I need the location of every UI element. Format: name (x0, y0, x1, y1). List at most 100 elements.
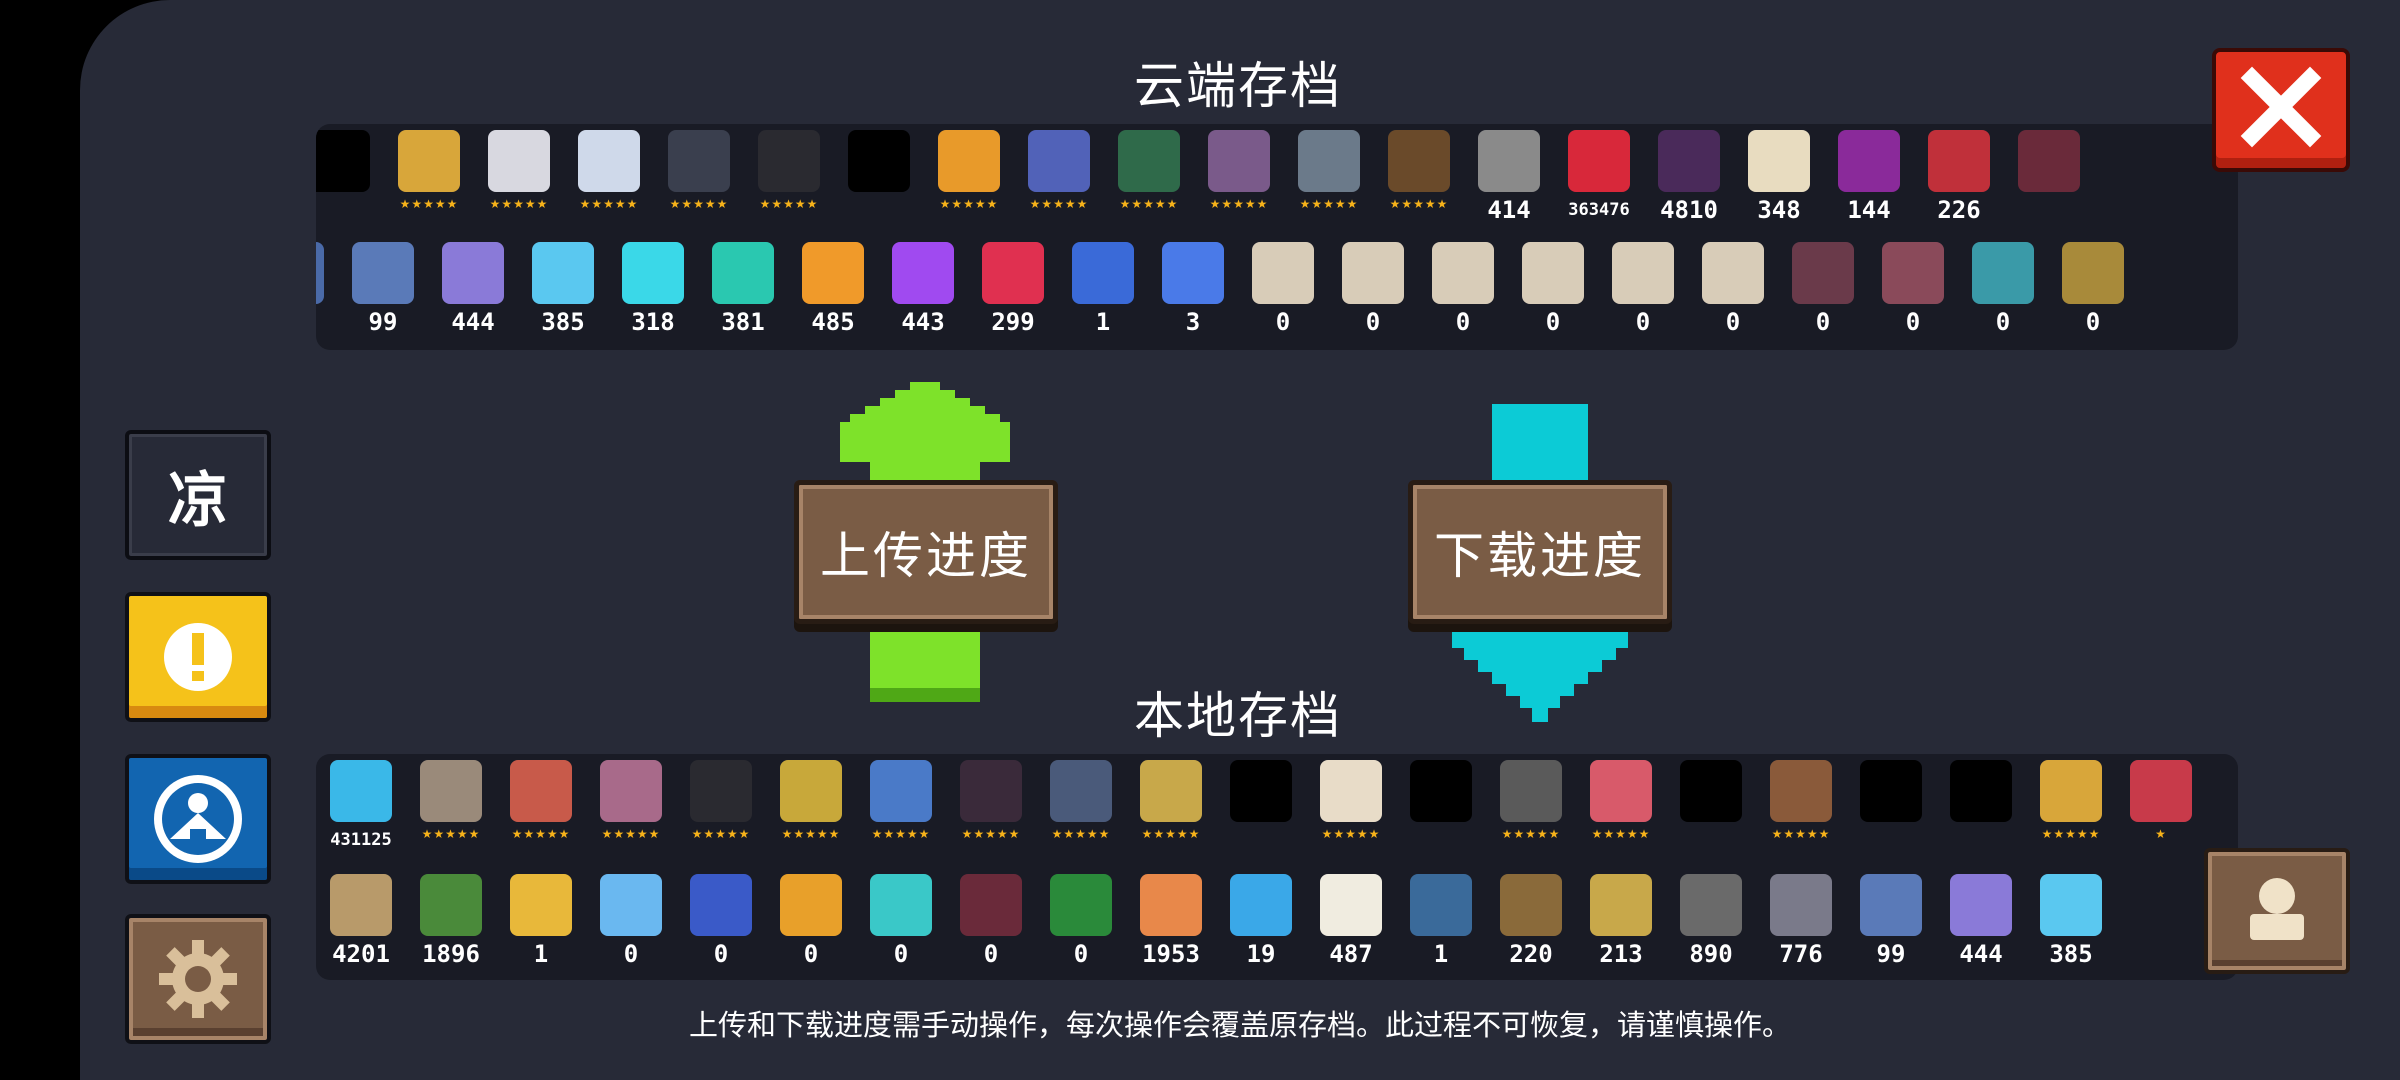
rating-stars: ★★★★★ (759, 197, 819, 211)
black-hair-character-icon (758, 130, 820, 192)
hammer-material-icon (1500, 874, 1562, 936)
save-slot-item: ★★★★★ (406, 756, 496, 866)
upload-progress-button[interactable]: 上传进度 (794, 480, 1058, 624)
save-slot-item: 0 (766, 870, 856, 980)
silhouette-icon (1860, 760, 1922, 822)
save-slot-item: 485 (788, 238, 878, 348)
profile-button[interactable] (2204, 848, 2350, 974)
gun-item-icon (1478, 130, 1540, 192)
save-slot-item: ★★★★★ (744, 126, 834, 236)
gear-material-icon (1680, 874, 1742, 936)
rating-stars: ★★★★★ (781, 827, 841, 841)
cloud-materials-row: 599444385318381485443299130000000000 (316, 238, 2238, 348)
rating-stars: ★★★★★ (1029, 197, 1089, 211)
item-count: 19 (1246, 940, 1276, 968)
silhouette-icon (316, 130, 370, 192)
save-slot-item: 363476 (1554, 126, 1644, 236)
item-count: 0 (1275, 308, 1291, 336)
rating-stars: ★★★★★ (511, 827, 571, 841)
save-slot-item: 487 (1306, 870, 1396, 980)
teal-chalice-icon (870, 874, 932, 936)
bat-item-icon (2018, 130, 2080, 192)
save-slot-item: 1 (1058, 238, 1148, 348)
item-count: 1896 (422, 940, 480, 968)
item-count: 776 (1779, 940, 1823, 968)
item-count: 414 (1487, 196, 1531, 224)
rating-stars: ★★★★★ (1321, 827, 1381, 841)
item-count: 0 (1365, 308, 1381, 336)
item-count: 0 (713, 940, 729, 968)
silhouette-icon (848, 130, 910, 192)
community-button[interactable] (125, 754, 271, 884)
gems-currency-icon (330, 760, 392, 822)
save-slot-item (1846, 756, 1936, 866)
save-slot-item: ★★★★★ (496, 756, 586, 866)
liang-button[interactable]: 凉 (125, 430, 271, 560)
witch-character-icon (600, 760, 662, 822)
save-slot-item: 299 (968, 238, 1058, 348)
save-slot-item: ★★★★★ (2026, 756, 2116, 866)
item-count: 0 (1905, 308, 1921, 336)
engineer-character-icon (780, 760, 842, 822)
rating-stars: ★★★★★ (579, 197, 639, 211)
exclamation-icon (164, 623, 232, 691)
save-slot-item: ★★★★★ (676, 756, 766, 866)
save-slot-item: 385 (2026, 870, 2116, 980)
rating-stars: ★★★★★ (1051, 827, 1111, 841)
rating-stars: ★★★★★ (669, 197, 729, 211)
dice-card-icon (1748, 130, 1810, 192)
save-slot-item: ★★★★★ (1014, 126, 1104, 236)
item-count: 381 (721, 308, 765, 336)
gold-card-icon (510, 874, 572, 936)
save-slot-item: 0 (1328, 238, 1418, 348)
item-count: 0 (1815, 308, 1831, 336)
item-count: 1 (1433, 940, 1449, 968)
item-count: 348 (1757, 196, 1801, 224)
save-slot-item: 443 (878, 238, 968, 348)
red-horned-character-icon (488, 130, 550, 192)
save-slot-item: ★★★★★ (766, 756, 856, 866)
upload-progress-label: 上传进度 (820, 527, 1032, 585)
rating-stars: ★★★★★ (1141, 827, 1201, 841)
partial-character-icon (2130, 760, 2192, 822)
settings-button[interactable] (125, 914, 271, 1044)
violet-crystal-icon (892, 242, 954, 304)
notice-button[interactable] (125, 592, 271, 722)
rating-stars: ★★★★★ (1209, 197, 1269, 211)
close-button[interactable] (2212, 48, 2350, 172)
painting-item-icon (2062, 242, 2124, 304)
item-count: 444 (1959, 940, 2003, 968)
golden-sphere-character-icon (2040, 760, 2102, 822)
cloud-save-strip[interactable]: ★★★★★ ★★★★★ ★★★★★ ★★★★★ ★★★★★ ★★★★★ ★★★★★ ★★★★★… (316, 124, 2238, 350)
save-slot-item: ★★★★★ (384, 126, 474, 236)
save-slot-item: 1896 (406, 870, 496, 980)
download-progress-button[interactable]: 下载进度 (1408, 480, 1672, 624)
save-slot-item (834, 126, 924, 236)
robot-character-icon (870, 760, 932, 822)
local-save-strip[interactable]: 431125★★★★★★★★★★★★★★★★★★★★★★★★★★★★★★★★★★… (316, 754, 2238, 980)
local-characters-row: 431125★★★★★★★★★★★★★★★★★★★★★★★★★★★★★★★★★★… (316, 756, 2238, 866)
green-book-icon (1050, 874, 1112, 936)
save-slot-item: ★★★★★ (1284, 126, 1374, 236)
item-count: 443 (901, 308, 945, 336)
save-slot-item: 1 (496, 870, 586, 980)
save-slot-item: 99 (338, 238, 428, 348)
paladin-character-icon (1050, 760, 1112, 822)
cyan-crystal-icon (622, 242, 684, 304)
dark-knight-character-icon (668, 130, 730, 192)
item-count: 0 (983, 940, 999, 968)
save-slot-item: ★★★★★ (1306, 756, 1396, 866)
save-slot-item: 1953 (1126, 870, 1216, 980)
feather-item-icon (352, 242, 414, 304)
item-count: 4810 (1660, 196, 1718, 224)
item-count: 299 (991, 308, 1035, 336)
silhouette-icon (1230, 760, 1292, 822)
feather-fan-icon (1590, 874, 1652, 936)
cloud-characters-row: ★★★★★ ★★★★★ ★★★★★ ★★★★★ ★★★★★ ★★★★★ ★★★★★ ★★★★★… (316, 126, 2238, 236)
orange-crystal-icon (802, 242, 864, 304)
save-slot-item: 431125 (316, 756, 406, 866)
red-crystal-icon (982, 242, 1044, 304)
save-slot-item: ★★★★★ (924, 126, 1014, 236)
save-slot-item: 213 (1576, 870, 1666, 980)
community-logo-icon (154, 775, 242, 863)
